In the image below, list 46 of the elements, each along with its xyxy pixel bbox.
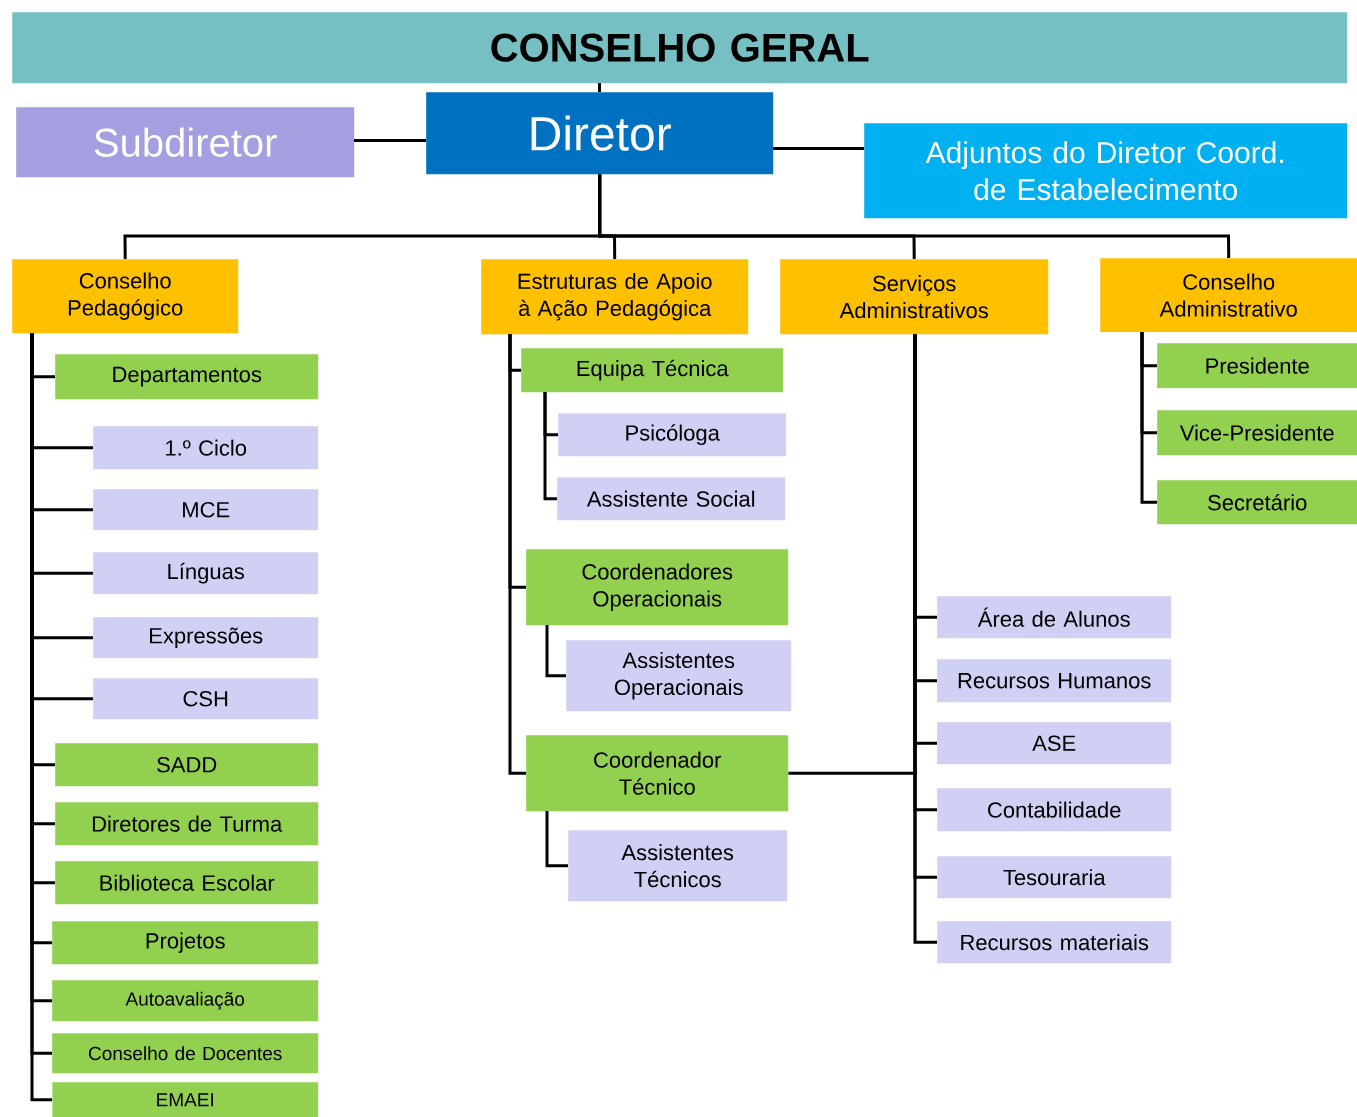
unit-box: Assistente Social (557, 477, 786, 521)
unit-box: Diretores de Turma (55, 802, 319, 846)
header-banner: CONSELHO GERAL (12, 12, 1348, 84)
connector-line (598, 83, 601, 92)
unit-box: EMAEI (52, 1082, 319, 1117)
unit-box: Línguas (93, 552, 319, 595)
unit-box: CSH (93, 678, 319, 720)
connector-line (354, 139, 426, 142)
unit-box: Coordenadores Operacionais (526, 549, 789, 626)
role-box: Adjuntos do Diretor Coord. de Estabelecimento (864, 123, 1348, 219)
unit-box: Área de Alunos (937, 596, 1172, 639)
unit-box: Biblioteca Escolar (55, 861, 319, 905)
connector-line (543, 392, 557, 501)
unit-box: Departamentos (55, 354, 319, 400)
connector-line (545, 625, 566, 678)
unit-box: Conselho Pedagógico (12, 259, 239, 334)
unit-box: Autoavaliação (52, 980, 319, 1022)
unit-box: Contabilidade (937, 788, 1172, 832)
unit-box: Assistentes Operacionais (566, 640, 792, 712)
unit-box: Coordenador Técnico (526, 735, 789, 812)
connector-line (1140, 332, 1157, 504)
connector-line (508, 334, 526, 775)
unit-box: Equipa Técnica (521, 348, 784, 393)
unit-box: Psicóloga (558, 413, 787, 457)
unit-box: Presidente (1157, 343, 1357, 389)
unit-box: Conselho Administrativo (1100, 258, 1357, 333)
unit-box: Recursos Humanos (937, 659, 1172, 703)
unit-box: Projetos (52, 921, 319, 965)
unit-box: Secretário (1157, 480, 1357, 525)
unit-box: Vice-Presidente (1157, 410, 1357, 456)
unit-box: Assistentes Técnicos (568, 830, 788, 902)
unit-box: Estruturas de Apoio à Ação Pedagógica (481, 259, 749, 335)
unit-box: Conselho de Docentes (52, 1033, 319, 1074)
unit-box: Expressões (93, 617, 319, 659)
connector-line (773, 147, 864, 150)
unit-box: Tesouraria (937, 856, 1172, 899)
unit-box: 1.º Ciclo (93, 426, 319, 470)
unit-box: MCE (93, 489, 319, 531)
connector-line (545, 811, 568, 868)
unit-box: SADD (55, 743, 319, 787)
role-box: Subdiretor (16, 107, 355, 178)
role-box: Diretor (426, 92, 774, 175)
unit-box: ASE (937, 722, 1172, 765)
unit-box: Serviços Administrativos (780, 259, 1049, 335)
unit-box: Recursos materiais (937, 921, 1172, 964)
connector-line (598, 174, 1231, 259)
